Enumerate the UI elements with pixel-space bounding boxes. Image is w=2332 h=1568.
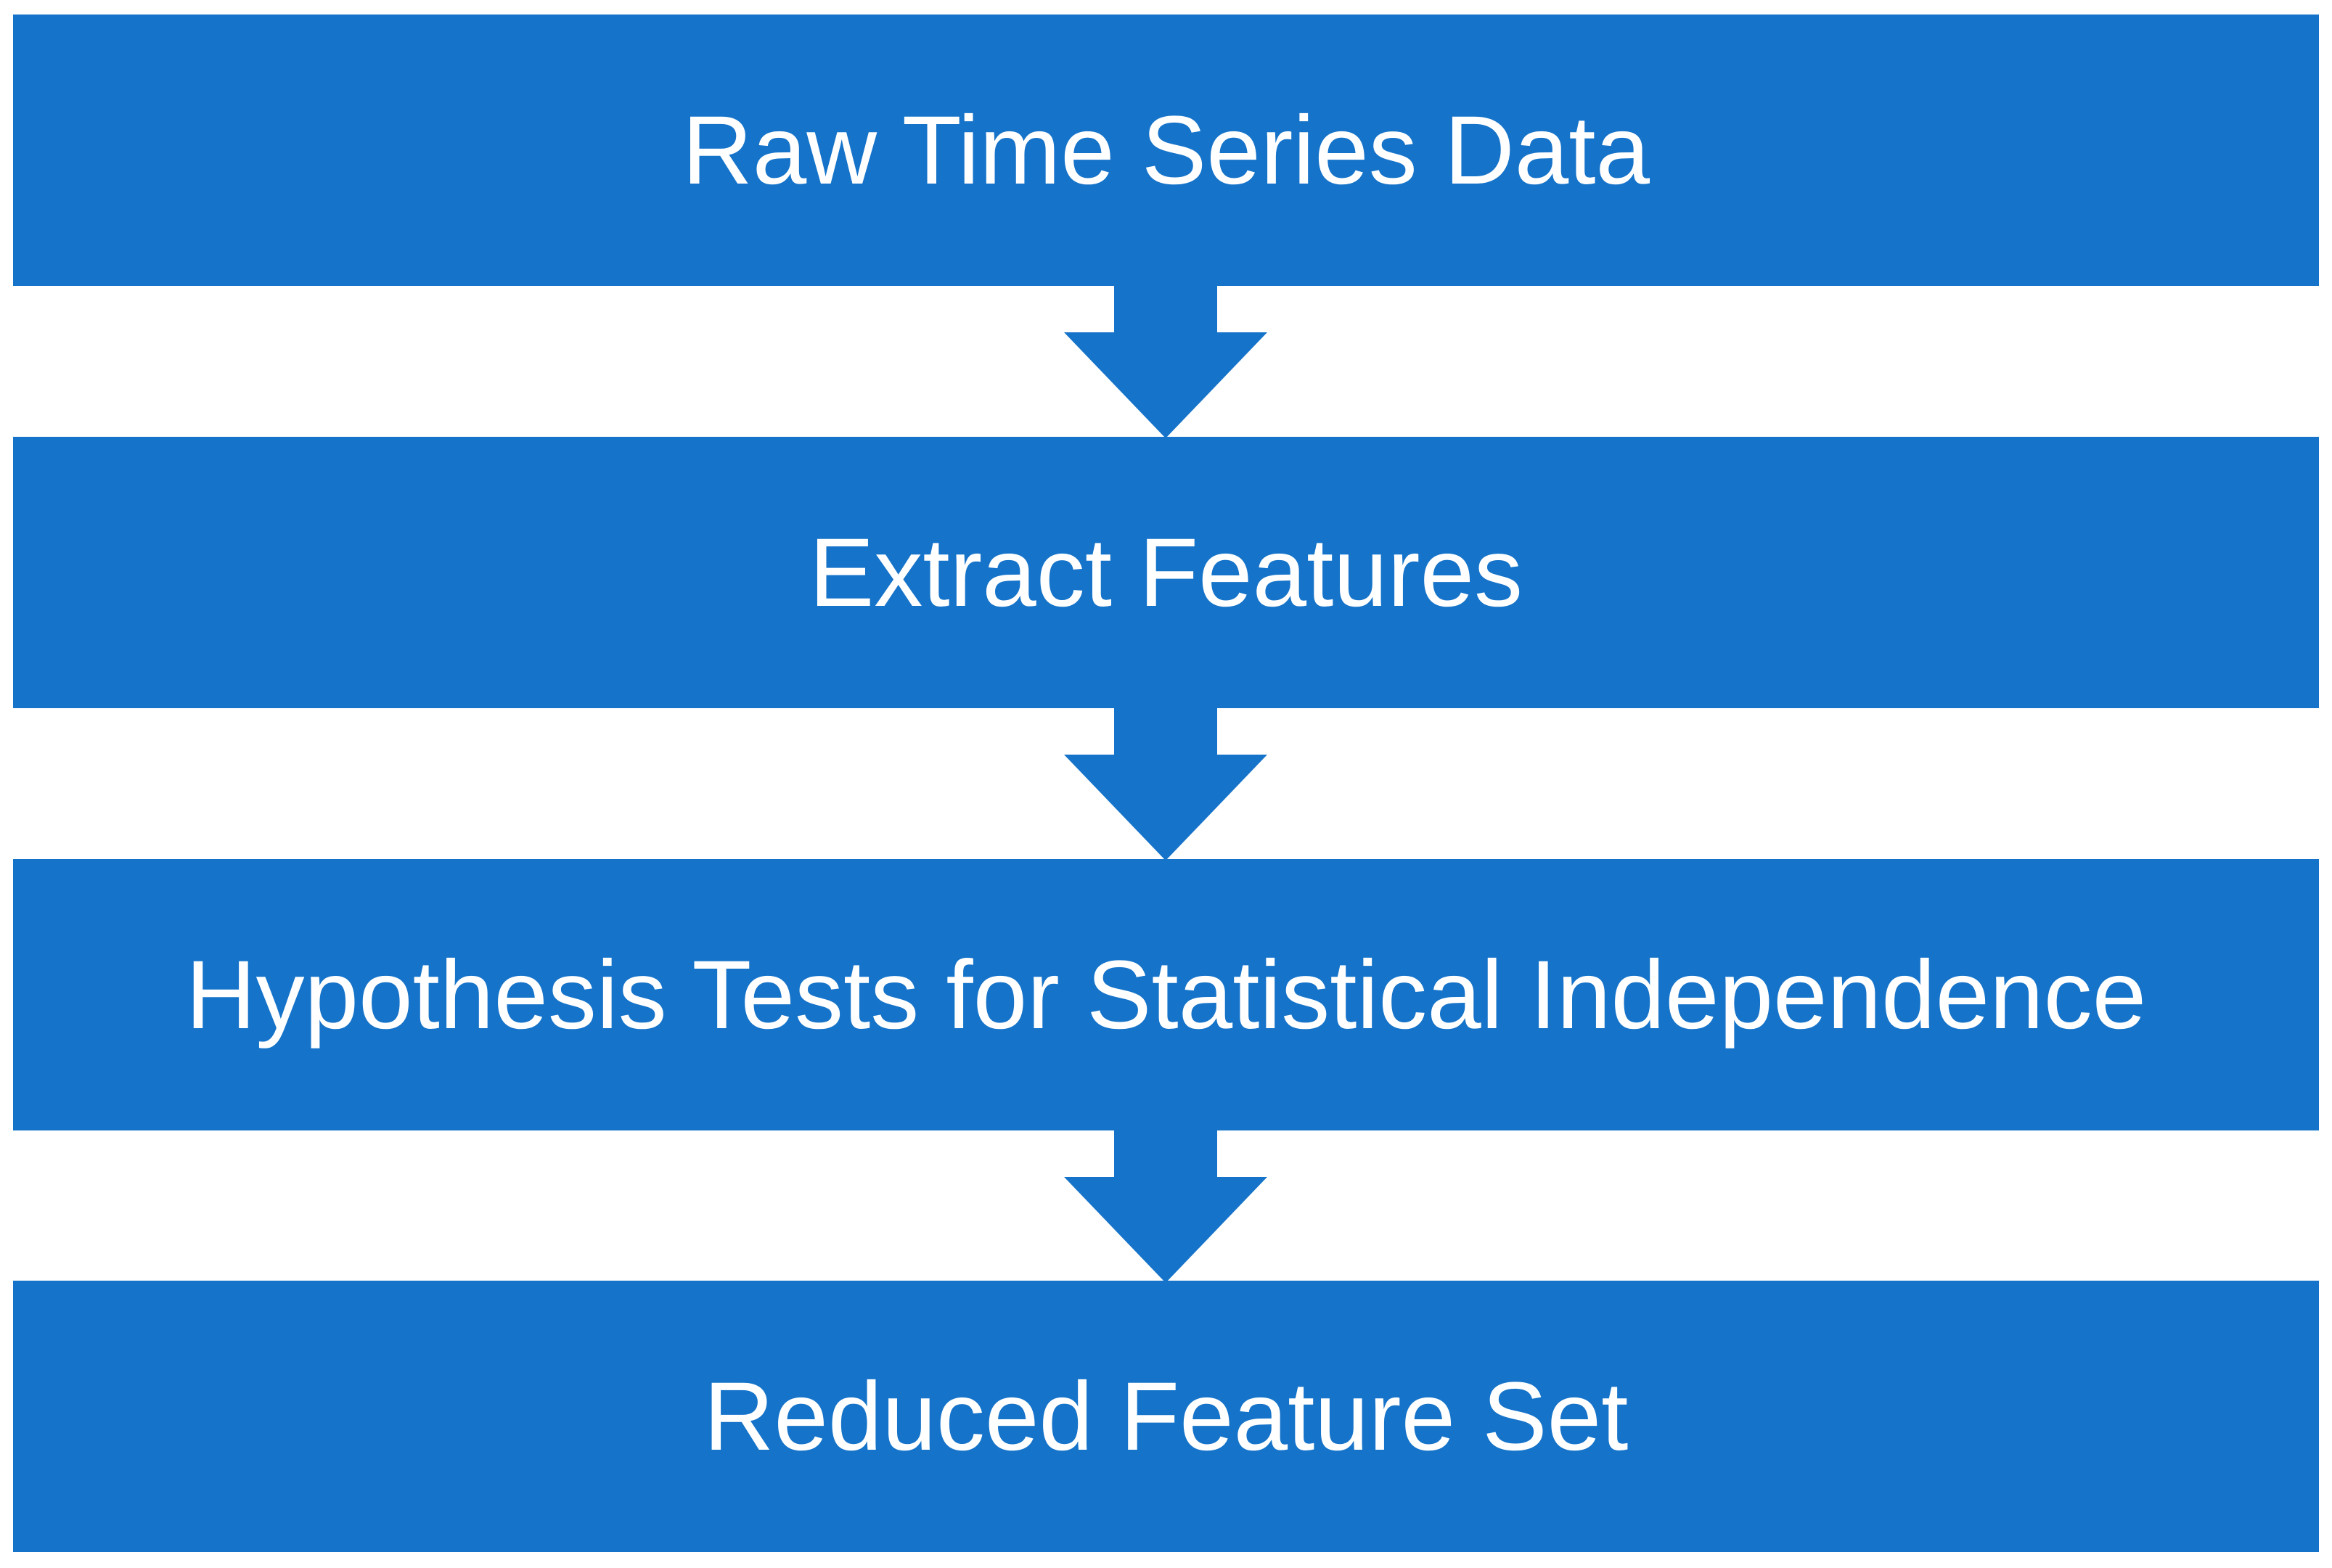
step-box-raw-time-series-data: Raw Time Series Data: [13, 15, 2319, 286]
step-label: Raw Time Series Data: [682, 96, 1650, 205]
step-label: Hypothesis Tests for Statistical Indepen…: [185, 940, 2147, 1049]
step-label: Extract Features: [809, 518, 1523, 627]
down-arrow-icon: [1064, 1130, 1267, 1283]
down-arrow-icon: [1064, 286, 1267, 438]
down-arrow-icon: [1064, 708, 1267, 861]
step-box-reduced-feature-set: Reduced Feature Set: [13, 1281, 2319, 1552]
step-label: Reduced Feature Set: [703, 1362, 1629, 1471]
step-box-hypothesis-tests: Hypothesis Tests for Statistical Indepen…: [13, 859, 2319, 1130]
step-box-extract-features: Extract Features: [13, 437, 2319, 708]
